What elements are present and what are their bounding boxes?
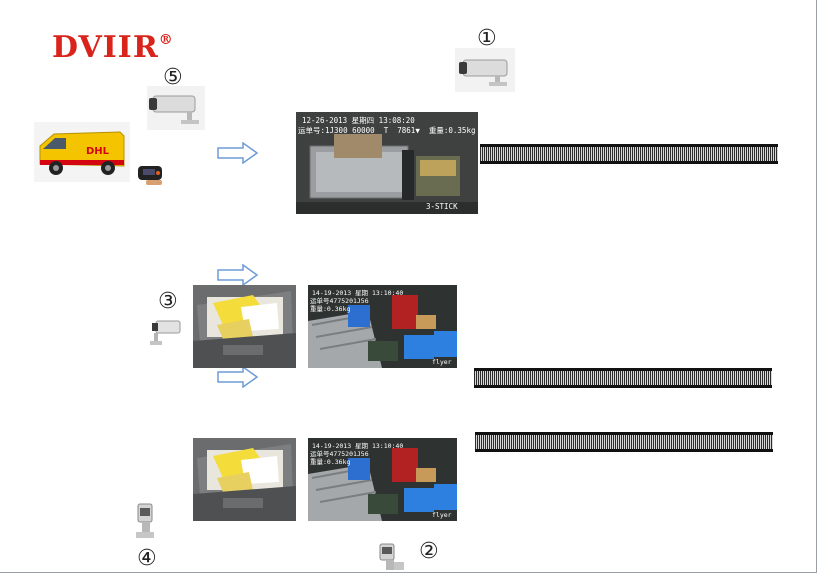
marker-3: ③: [158, 289, 178, 314]
conveyor-2-weight: 重量:0.36kg: [310, 458, 351, 466]
handheld-pda-icon: [136, 503, 154, 538]
scale-corner-label: 3-STICK: [426, 202, 458, 211]
conveyor-1-timestamp: 14-19-2013 星期 13:10:40: [312, 289, 404, 297]
conveyor-1-waybill: 运单号4775201J56: [310, 297, 369, 305]
conveyor-photo-1: 14-19-2013 星期 13:10:40 运单号4775201J56 重量:…: [308, 285, 457, 368]
conveyor-1-brand: flyer: [432, 358, 452, 366]
bullet-camera-icon: [147, 86, 205, 130]
conveyor-belt-3: [475, 432, 773, 452]
conveyor-belt-1: [480, 144, 778, 164]
box-camera-icon: [150, 320, 181, 345]
conveyor-2-timestamp: 14-19-2013 星期 13:10:40: [312, 442, 404, 450]
bullet-camera-icon-top-right: [455, 48, 515, 92]
parcel-bin-photo-2: [193, 438, 296, 521]
conveyor-belt-2: [474, 368, 772, 388]
parcel-bin-photo-1: [193, 285, 296, 368]
marker-2: ②: [419, 539, 439, 564]
conveyor-photo-2: 14-19-2013 星期 13:10:40 运单号4775201J56 重量:…: [308, 438, 457, 521]
conveyor-2-waybill: 运单号4775201J56: [310, 450, 369, 458]
arrow-right-icon-2: [217, 264, 259, 286]
arrow-right-icon: [217, 142, 259, 164]
marker-4: ④: [137, 546, 157, 571]
scale-waybill-weight: 运单号:1J300 60000 T 7861▼ 重量:0.35kg: [298, 126, 476, 135]
conveyor-1-weight: 重量:0.36kg: [310, 305, 351, 313]
dviir-logo: DVIIR®: [52, 33, 174, 63]
marker-5: ⑤: [163, 65, 183, 90]
handheld-scanner-icon: [138, 166, 162, 185]
arrow-right-icon-3: [217, 366, 259, 388]
handheld-pda-icon-2: [379, 543, 404, 570]
conveyor-2-brand: flyer: [432, 511, 452, 519]
weighing-scale-photo: 12-26-2013 星期四 13:08:20 运单号:1J300 60000 …: [296, 112, 478, 214]
dhl-van-icon: DHL: [34, 122, 130, 182]
marker-1: ①: [477, 26, 497, 51]
van-logo-text: DHL: [86, 146, 110, 157]
scale-timestamp: 12-26-2013 星期四 13:08:20: [302, 116, 415, 125]
logo-text: DVIIR: [52, 30, 159, 65]
logo-registered-mark: ®: [158, 32, 174, 48]
